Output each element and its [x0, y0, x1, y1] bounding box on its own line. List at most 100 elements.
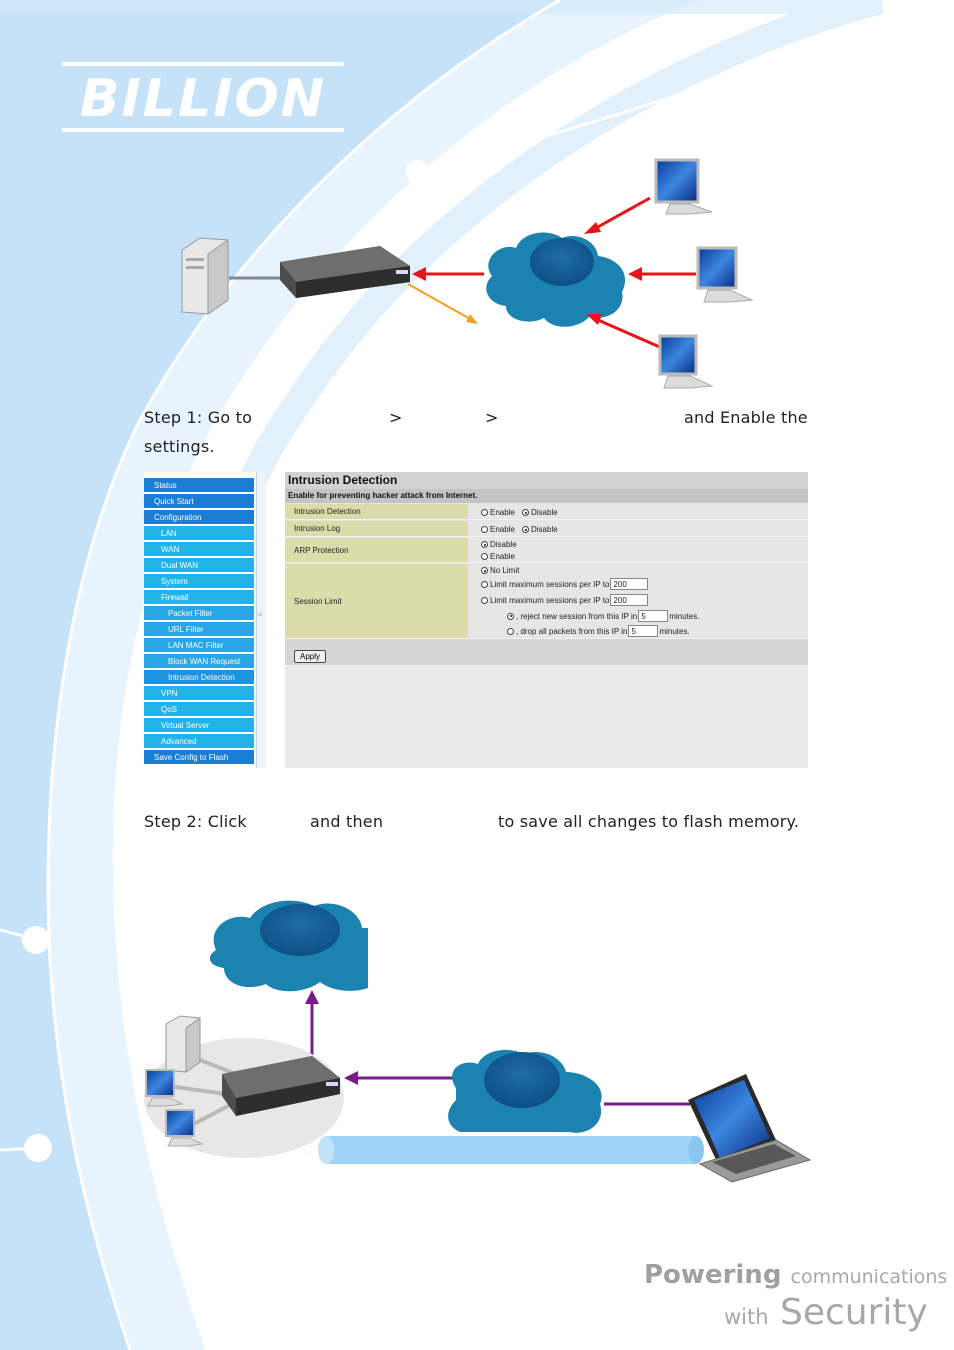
session-limit-a-input[interactable]: 200 — [610, 578, 649, 590]
sidebar-item-intrusion-detection[interactable]: Intrusion Detection — [144, 670, 254, 685]
billion-logo: BILLION — [62, 62, 344, 132]
session-no-limit-radio[interactable]: No Limit — [481, 566, 519, 575]
sidebar-item-vpn[interactable]: VPN — [144, 686, 254, 701]
intrusion-detection-disable-radio[interactable]: Disable — [522, 508, 558, 517]
internet-cloud-icon — [486, 232, 626, 327]
session-limit-b-radio[interactable]: Limit maximum sessions per IP to 200 — [481, 594, 649, 606]
sidebar-menu: Status Quick Start Configuration LAN WAN… — [144, 472, 265, 768]
monitor-icon — [654, 158, 713, 215]
monitor-icon — [165, 1109, 204, 1147]
session-limit-options: No Limit Limit maximum sessions per IP t… — [469, 564, 808, 639]
radio-on-icon — [522, 526, 529, 533]
intrusion-detection-label: Intrusion Detection — [285, 504, 468, 520]
server-icon — [165, 1015, 201, 1073]
intrusion-log-options: Enable Disable — [469, 521, 808, 537]
radio-off-icon — [481, 509, 488, 516]
scrollbar-grip-icon: ≡ — [258, 612, 263, 619]
monitor-icon — [696, 246, 754, 303]
sidebar-item-virtual-server[interactable]: Virtual Server — [144, 718, 254, 733]
intrusion-detection-panel: Intrusion Detection Enable for preventin… — [285, 472, 808, 768]
radio-off-icon — [481, 596, 488, 604]
minutes-label: minutes. — [669, 611, 700, 621]
radio-on-icon — [507, 612, 514, 620]
reject-minutes-input[interactable]: 5 — [638, 610, 669, 622]
sidebar-item-lan-mac-filter[interactable]: LAN MAC Filter — [144, 638, 254, 653]
session-limit-a-radio[interactable]: Limit maximum sessions per IP to 200 — [481, 578, 649, 590]
sidebar-item-quick-start[interactable]: Quick Start — [144, 494, 254, 509]
sidebar-item-url-filter[interactable]: URL Filter — [144, 622, 254, 637]
sidebar-item-packet-filter[interactable]: Packet Filter — [144, 606, 254, 621]
radio-label: , reject new session from this IP in — [516, 611, 638, 621]
step2-middle: and then — [310, 812, 384, 831]
radio-off-icon — [481, 580, 488, 588]
radio-label: Limit maximum sessions per IP to — [490, 579, 610, 589]
router-icon — [222, 1056, 340, 1116]
intrusion-log-disable-radio[interactable]: Disable — [522, 525, 558, 534]
router-config-screenshot: Status Quick Start Configuration LAN WAN… — [144, 472, 808, 768]
minutes-label: minutes. — [659, 626, 690, 636]
intrusion-detection-options: Enable Disable — [469, 504, 808, 520]
sidebar-item-firewall[interactable]: Firewall — [144, 590, 254, 605]
sidebar-item-system[interactable]: System — [144, 574, 254, 589]
slogan-line2: with Security — [724, 1292, 928, 1333]
step1-separator: > — [485, 408, 499, 427]
sidebar-item-qos[interactable]: QoS — [144, 702, 254, 717]
sidebar-item-advanced[interactable]: Advanced — [144, 734, 254, 749]
arp-protection-label: ARP Protection — [285, 538, 468, 563]
drop-packets-radio[interactable]: , drop all packets from this IP in 5 min… — [507, 625, 690, 637]
step2-suffix: to save all changes to flash memory. — [498, 812, 800, 831]
radio-label: Enable — [490, 508, 515, 517]
internet-cloud-icon — [209, 900, 368, 992]
slogan-rest: communications — [790, 1266, 948, 1288]
page-title: Intrusion Detection — [285, 472, 808, 489]
radio-off-icon — [481, 526, 488, 533]
radio-label: Enable — [490, 552, 515, 561]
sidebar-item-wan[interactable]: WAN — [144, 542, 254, 557]
server-icon — [181, 237, 229, 315]
session-limit-b-input[interactable]: 200 — [610, 594, 649, 606]
radio-on-icon — [481, 541, 488, 548]
radio-label: No Limit — [490, 566, 520, 575]
slogan-with: with — [724, 1305, 769, 1329]
step1-prefix: Step 1: Go to — [144, 408, 253, 427]
arp-protection-options: Disable Enable — [469, 538, 808, 563]
sidebar-item-configuration[interactable]: Configuration — [144, 510, 254, 525]
panel-empty-area — [285, 665, 808, 768]
arp-protection-disable-radio[interactable]: Disable — [481, 540, 517, 549]
router-icon — [280, 246, 410, 298]
radio-label: Disable — [531, 525, 558, 534]
intrusion-detection-enable-radio[interactable]: Enable — [481, 508, 515, 517]
apply-button[interactable]: Apply — [294, 650, 326, 663]
radio-label: Disable — [490, 540, 517, 549]
radio-off-icon — [507, 627, 514, 635]
page-description: Enable for preventing hacker attack from… — [285, 489, 808, 503]
laptop-icon — [688, 1074, 812, 1183]
radio-on-icon — [481, 567, 488, 574]
monitor-icon — [658, 334, 714, 389]
sidebar-item-dual-wan[interactable]: Dual WAN — [144, 558, 254, 573]
apply-bar: Apply — [285, 639, 808, 665]
sidebar-item-status[interactable]: Status — [144, 478, 254, 493]
radio-label: , drop all packets from this IP in — [516, 626, 628, 636]
sidebar-item-block-wan-request[interactable]: Block WAN Request — [144, 654, 254, 669]
step1-suffix: and Enable the — [684, 408, 808, 427]
slogan: Powering communications with Security — [644, 1260, 950, 1344]
svg-text:BILLION: BILLION — [80, 69, 326, 129]
monitor-icon — [145, 1069, 184, 1107]
vpn-tunnel — [318, 1136, 704, 1164]
session-limit-label: Session Limit — [285, 564, 468, 639]
sidebar-item-lan[interactable]: LAN — [144, 526, 254, 541]
slogan-line1: Powering communications — [644, 1260, 947, 1290]
intrusion-log-enable-radio[interactable]: Enable — [481, 525, 515, 534]
arp-protection-enable-radio[interactable]: Enable — [481, 552, 515, 561]
radio-on-icon — [522, 509, 529, 516]
sidebar-scrollbar[interactable]: ≡ — [256, 472, 265, 768]
radio-off-icon — [481, 553, 488, 560]
internet-cloud-icon — [448, 1049, 602, 1133]
drop-minutes-input[interactable]: 5 — [628, 625, 659, 637]
step1-line2: settings. — [144, 437, 215, 456]
intrusion-log-label: Intrusion Log — [285, 521, 468, 537]
reject-session-radio[interactable]: , reject new session from this IP in 5 m… — [507, 610, 699, 622]
step1-separator: > — [389, 408, 403, 427]
sidebar-item-save-config[interactable]: Save Config to Flash — [144, 750, 254, 765]
